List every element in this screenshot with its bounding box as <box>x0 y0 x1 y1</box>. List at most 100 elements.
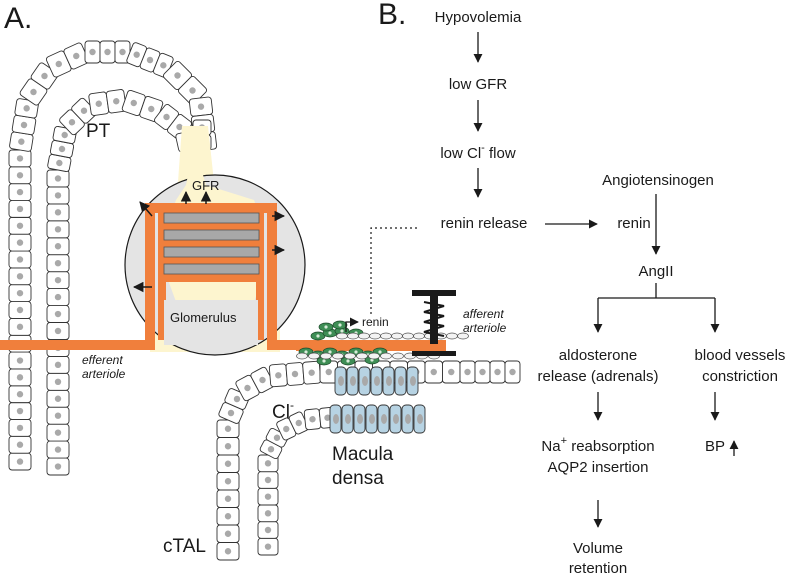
tubule-cell <box>46 423 70 442</box>
tubule-cell <box>8 216 32 235</box>
capillary-loop <box>163 229 260 241</box>
tal-cell <box>257 471 279 489</box>
vasoconstriction-icon <box>412 290 456 356</box>
wall-cell <box>320 352 332 360</box>
tubule-cell <box>45 50 72 78</box>
angii: AngII <box>638 263 673 280</box>
tal-cell <box>216 437 240 456</box>
wall-cell <box>391 332 403 340</box>
tal-cell <box>459 360 476 384</box>
efferent-label-2: arteriole <box>82 367 126 381</box>
tubule-cell <box>46 220 70 239</box>
wall-cell <box>308 352 320 360</box>
tubule-cell <box>47 154 72 172</box>
tal-cell <box>216 489 240 508</box>
tubule-cell <box>121 89 146 117</box>
glomerular-capillary <box>0 203 300 350</box>
renin-label-a: renin <box>362 315 389 329</box>
glomerulus-label: Glomerulus <box>170 310 237 325</box>
tubule-cell <box>46 305 70 323</box>
tubule-cell <box>8 183 32 201</box>
tal-cell <box>504 360 521 384</box>
tal-cell <box>268 363 288 388</box>
tubule-cell <box>8 452 32 471</box>
tal-cell <box>257 537 279 556</box>
tubule-cell <box>46 237 70 256</box>
aldosterone-line-1: aldosterone <box>559 347 637 364</box>
chloride-label: Cl- <box>272 398 294 423</box>
tal-cell <box>216 507 240 526</box>
capillary-loop <box>163 263 260 275</box>
tubule-cell <box>46 254 70 273</box>
vessels-line-2: constriction <box>702 368 778 385</box>
panel-label-b: B. <box>378 0 406 31</box>
tubule-cell <box>167 114 192 140</box>
tubule-cell <box>105 89 127 114</box>
afferent-arteriole: afferent arteriole renin <box>296 290 507 366</box>
tubule-cell <box>8 301 32 319</box>
tubule-cell <box>88 91 110 116</box>
na-reabsorption: Na+ reabsorption <box>541 435 654 455</box>
wall-cell <box>356 352 368 360</box>
tubule-cell <box>46 169 70 188</box>
tal-cell <box>250 366 275 394</box>
afferent-label-2: arteriole <box>463 321 507 335</box>
tubule-cell <box>63 42 90 70</box>
wall-cell <box>402 332 414 340</box>
renin-enzyme: renin <box>617 215 650 232</box>
tal-cell <box>302 360 322 385</box>
tal-cell <box>303 408 322 431</box>
tubule-cell <box>46 406 70 425</box>
tal-cell <box>257 454 279 473</box>
tubule-cell <box>46 389 70 408</box>
macula-densa-label-2: densa <box>332 468 384 489</box>
tubule-cell <box>8 267 32 286</box>
tubule-cell <box>46 186 70 205</box>
tal-cell <box>489 360 506 384</box>
renin-granular-cell <box>332 320 348 330</box>
tubule-cell <box>49 140 75 158</box>
efferent-label-1: efferent <box>82 353 123 367</box>
tal-cell <box>216 472 240 491</box>
volume-line-2: retention <box>569 560 627 577</box>
tubule-cell <box>46 288 70 307</box>
dotted-connector <box>370 227 418 314</box>
capillary-loop <box>163 212 260 224</box>
glomerulus: GFR Glomerulus <box>0 126 306 356</box>
tubule-cell <box>178 76 207 105</box>
aqp2-insertion: AQP2 insertion <box>548 459 649 476</box>
tubule-cell <box>46 355 70 374</box>
wall-cell <box>344 352 356 360</box>
tubule-cell <box>8 368 32 387</box>
tal-cell <box>216 524 240 543</box>
wall-cell <box>358 332 370 340</box>
tubule-cell <box>8 435 32 454</box>
wall-cell <box>369 332 381 340</box>
tal-cell <box>442 360 461 384</box>
afferent-vessel <box>296 340 446 351</box>
tubule-cell <box>8 149 32 168</box>
tal-cell <box>424 360 443 384</box>
tubule-cell <box>8 385 32 404</box>
wall-cell <box>336 332 348 340</box>
tubule-cell <box>46 457 70 476</box>
vessels-line-1: blood vessels <box>695 347 786 364</box>
wall-cell <box>392 352 404 360</box>
low-cl-flow: low Cl- flow <box>440 142 516 162</box>
tubule-cell <box>8 419 32 437</box>
arteriole-wall-cells <box>296 332 469 360</box>
wall-cell <box>457 332 469 340</box>
tubule-cell <box>46 440 70 459</box>
tal-cell <box>216 454 240 473</box>
tubule-cell <box>8 284 32 303</box>
bp-label: BP <box>705 438 725 455</box>
tubule-cell <box>8 250 32 269</box>
tubule-cell <box>8 317 32 336</box>
wall-cell <box>332 352 344 360</box>
tubule-cell <box>188 96 214 117</box>
wall-cell <box>296 352 308 360</box>
pt-label: PT <box>86 121 111 142</box>
filtration-arrow <box>139 201 153 217</box>
